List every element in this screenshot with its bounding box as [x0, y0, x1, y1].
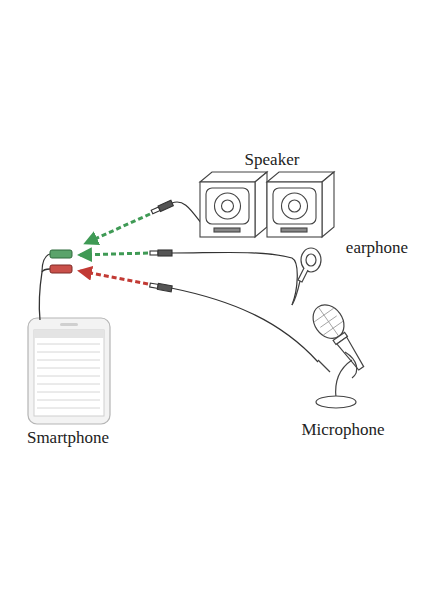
- device-label: Speaker: [245, 150, 300, 170]
- jack-plugs: [149, 200, 173, 291]
- smartphone-drawing: [28, 318, 110, 424]
- red-socket: [50, 265, 72, 273]
- plug-arrows: [80, 214, 150, 284]
- device-label: Smartphone: [27, 428, 109, 448]
- microphone-drawing: [307, 299, 373, 408]
- splitter-cable: [39, 254, 50, 320]
- earphone-drawing: [292, 248, 321, 305]
- device-label: earphone: [346, 238, 408, 258]
- speaker-drawing: [200, 172, 334, 237]
- device-label: Microphone: [301, 420, 384, 440]
- green-socket: [50, 250, 72, 258]
